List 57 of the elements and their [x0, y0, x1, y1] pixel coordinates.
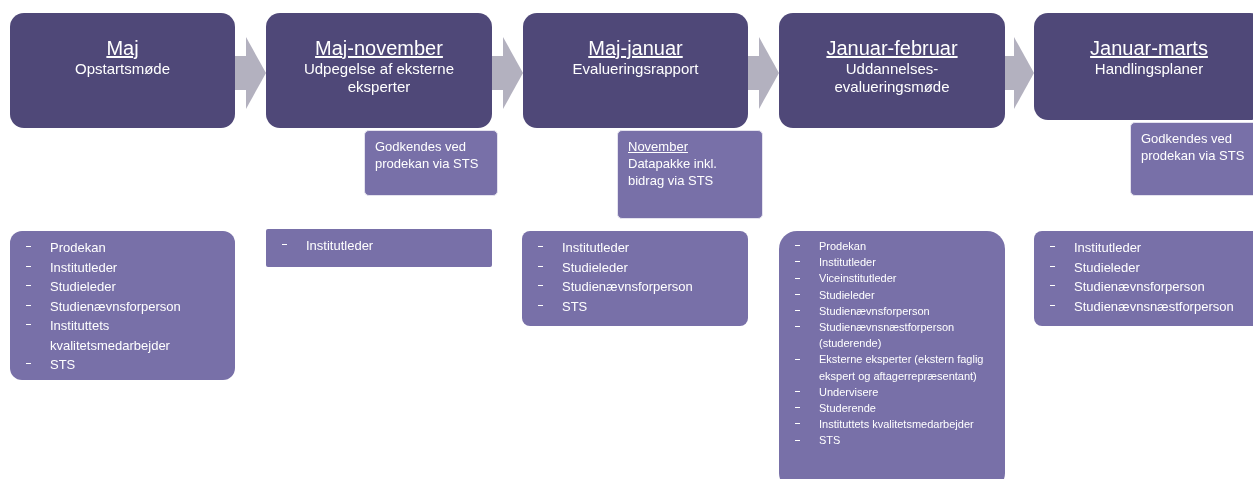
list-item: Studienævnsnæstforperson (studerende): [789, 319, 997, 352]
list-item: Studieleder: [1044, 257, 1253, 277]
note-box: [1130, 122, 1253, 196]
phase-box: [266, 13, 492, 128]
phase-heading: Maj: [105, 37, 140, 60]
list-item: Instituttets kvalitetsmedarbejder: [789, 416, 997, 433]
list-item: Institutleder: [20, 257, 227, 277]
list-item: Studienævnsforperson: [532, 277, 740, 297]
list-item: Studieleder: [20, 277, 227, 297]
phase-description: Evalueringsrapport: [571, 60, 700, 78]
list-item: Prodekan: [789, 238, 997, 255]
participant-list-box: [522, 231, 748, 326]
participant-list-box: [779, 231, 1005, 479]
phase-description: Udpegelse af eksterne eksperter: [302, 60, 456, 96]
participant-list-box: [1034, 231, 1253, 326]
list-item: Institutleder: [532, 238, 740, 258]
block-arrow: [235, 37, 266, 109]
list-item: Instituttets kvalitetsmedarbejder: [20, 316, 227, 355]
list-item: Institutleder: [276, 236, 484, 256]
list-item: Studienævnsnæstforperson: [1044, 296, 1253, 316]
note-box: [617, 130, 763, 219]
phase-description: Opstartsmøde: [74, 60, 171, 78]
list-item: STS: [789, 432, 997, 449]
participant-list-box: [266, 229, 492, 267]
participant-list-box: [10, 231, 235, 380]
phase-description: Uddannelses-evalueringsmøde: [833, 60, 951, 96]
list-item: Studieleder: [789, 286, 997, 303]
phase-heading: Maj-januar: [587, 37, 684, 60]
list-item: Studieleder: [532, 257, 740, 277]
note-text: Godkendes ved prodekan via STS: [375, 138, 480, 172]
note-text: Godkendes ved prodekan via STS: [1141, 130, 1246, 164]
phase-heading: Maj-november: [314, 37, 444, 60]
list-item: Institutleder: [1044, 238, 1253, 258]
list-item: Prodekan: [20, 238, 227, 258]
list-item: Studerende: [789, 400, 997, 417]
note-text: Datapakke inkl. bidrag via STS: [628, 155, 718, 189]
list-item: Studienævnsforperson: [789, 302, 997, 319]
block-arrow: [1005, 37, 1034, 109]
block-arrow: [748, 37, 779, 109]
list-item: STS: [532, 296, 740, 316]
phase-box: [523, 13, 748, 128]
phase-description: Handlingsplaner: [1093, 60, 1205, 78]
phase-heading: Januar-februar: [825, 37, 959, 60]
phase-heading: Januar-marts: [1089, 37, 1209, 60]
phase-box: [1034, 13, 1253, 120]
list-item: Viceinstitutleder: [789, 270, 997, 287]
list-item: Eksterne eksperter (ekstern faglig ekspert og aftagerrepræsentant): [789, 351, 997, 384]
list-item: STS: [20, 355, 227, 375]
phase-box: [779, 13, 1005, 128]
list-item: Institutleder: [789, 254, 997, 271]
block-arrow: [492, 37, 523, 109]
list-item: Studienævnsforperson: [20, 296, 227, 316]
note-heading: November: [628, 138, 689, 155]
list-item: Studienævnsforperson: [1044, 277, 1253, 297]
phase-box: [10, 13, 235, 128]
note-box: [364, 130, 498, 196]
list-item: Undervisere: [789, 383, 997, 401]
